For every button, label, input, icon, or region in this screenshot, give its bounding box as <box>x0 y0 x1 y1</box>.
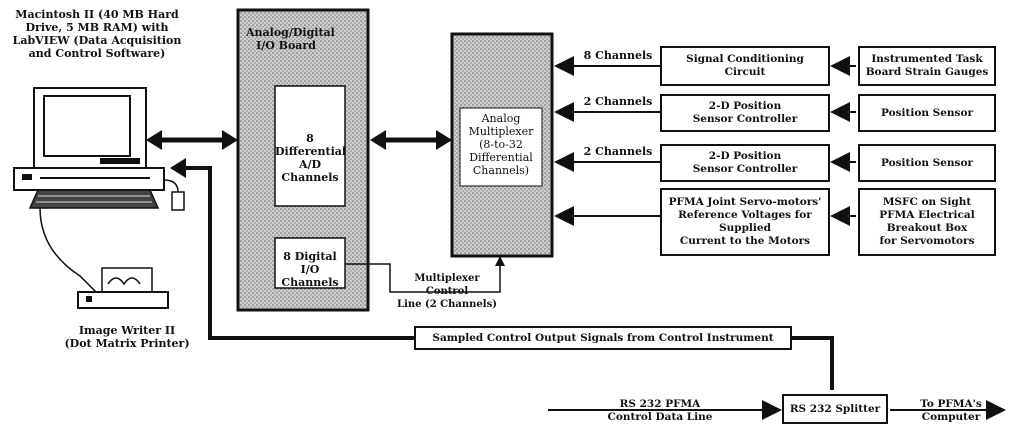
control-output-line <box>170 158 834 390</box>
rs232-input-label: RS 232 PFMA Control Data Line <box>607 398 713 423</box>
computer-icon <box>13 87 185 211</box>
signal-conditioning-box: Signal Conditioning Circuit <box>660 46 830 86</box>
position-sensor-box-1: Position Sensor <box>858 94 996 132</box>
position-controller-box-1: 2-D Position Sensor Controller <box>660 94 830 132</box>
digital-io-label: 8 Digital I/O Channels <box>281 250 339 289</box>
io-board-title: Analog/Digital I/O Board <box>246 26 335 52</box>
board-mux-arrow <box>370 130 452 150</box>
channels-label-1: 8 Channels <box>583 49 653 62</box>
servo-reference-box: PFMA Joint Servo-motors' Reference Volta… <box>660 188 830 256</box>
multiplexer-control-label: Multiplexer Control Line (2 Channels) <box>397 273 497 310</box>
computer-board-arrow <box>146 130 238 150</box>
channels-label-3: 2 Channels <box>583 145 653 158</box>
printer-icon <box>77 267 169 309</box>
channels-label-2: 2 Channels <box>583 95 653 108</box>
position-sensor-box-2: Position Sensor <box>858 144 996 182</box>
breakout-box: MSFC on Sight PFMA Electrical Breakout B… <box>858 188 996 256</box>
computer-caption: Macintosh II (40 MB Hard Drive, 5 MB RAM… <box>12 8 182 60</box>
strain-gauges-box: Instrumented Task Board Strain Gauges <box>858 46 996 86</box>
position-controller-box-2: 2-D Position Sensor Controller <box>660 144 830 182</box>
ad-channels-label: 8 Differential A/D Channels <box>275 132 347 184</box>
rs232-splitter-box: RS 232 Splitter <box>782 394 888 424</box>
printer-caption: Image Writer II (Dot Matrix Printer) <box>64 324 190 350</box>
control-output-box: Sampled Control Output Signals from Cont… <box>414 326 792 350</box>
multiplexer-label: Analog Multiplexer (8-to-32 Differential… <box>468 112 534 177</box>
rs232-output-label: To PFMA's Computer <box>920 398 982 423</box>
